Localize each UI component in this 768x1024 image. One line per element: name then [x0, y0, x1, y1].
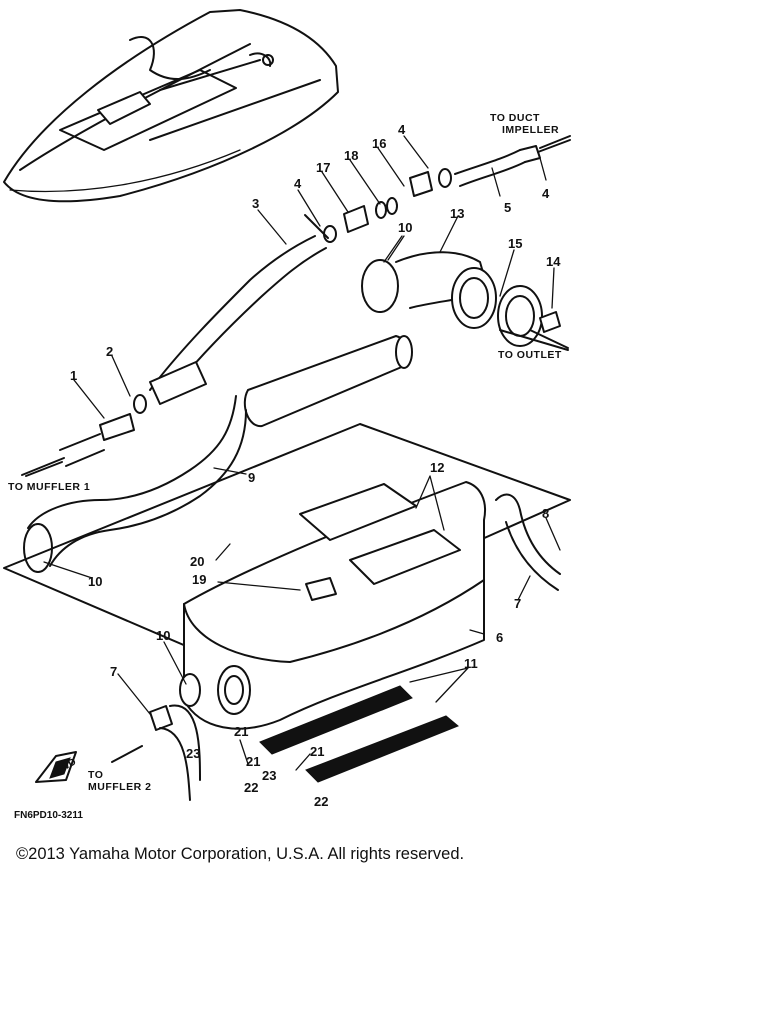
copyright-notice: ©2013 Yamaha Motor Corporation, U.S.A. A…: [16, 845, 465, 863]
fwd-badge: [35, 751, 77, 783]
callout-numbers: 1 2 3 4 4 4 5 6 7 7 8 9 10 10 10 11 12 1…: [70, 122, 561, 809]
callout-2: 2: [106, 344, 113, 359]
callout-21-a: 21: [246, 754, 260, 769]
left-fittings: [21, 394, 147, 476]
elbow-13: [361, 251, 569, 351]
callout-4-c: 4: [542, 186, 550, 201]
to-muffler-2-to-label: TO: [88, 769, 103, 781]
callout-8: 8: [542, 506, 549, 521]
callout-3: 3: [252, 196, 259, 211]
flow-arrows: [25, 135, 571, 763]
callout-21-c: 21: [234, 724, 248, 739]
callout-22-a: 22: [244, 780, 258, 795]
callout-22-b: 22: [314, 794, 328, 809]
callout-19: 19: [192, 572, 206, 587]
hose-7-left: [149, 673, 201, 801]
muffler-6: [3, 423, 571, 730]
to-muffler-2-label: MUFFLER 2: [88, 781, 151, 793]
hose-7-right: [495, 493, 561, 591]
callout-6: 6: [496, 630, 503, 645]
hose-9: [23, 335, 413, 573]
callout-1: 1: [70, 368, 77, 383]
fwd-label: FWD: [53, 757, 78, 777]
top-fittings: [304, 139, 571, 243]
callout-23-b: 23: [262, 768, 276, 783]
callout-5: 5: [504, 200, 511, 215]
to-duct-impeller-label: IMPELLER: [502, 124, 559, 136]
callout-4-a: 4: [294, 176, 302, 191]
callout-17: 17: [316, 160, 330, 175]
gasket-11: [259, 685, 459, 783]
callout-10-top: 10: [398, 220, 412, 235]
direction-labels: TO DUCT IMPELLER TO OUTLET TO MUFFLER 1 …: [8, 112, 562, 821]
to-duct-label: TO DUCT: [490, 112, 540, 124]
callout-14: 14: [546, 254, 561, 269]
callout-11: 11: [464, 656, 478, 671]
callout-13: 13: [450, 206, 464, 221]
callout-9: 9: [248, 470, 255, 485]
callout-16: 16: [372, 136, 386, 151]
callout-21-b: 21: [310, 744, 324, 759]
callout-20: 20: [190, 554, 204, 569]
callout-10-bottom: 10: [156, 628, 170, 643]
to-outlet-label: TO OUTLET: [498, 349, 562, 361]
callout-10-left: 10: [88, 574, 102, 589]
callout-15: 15: [508, 236, 522, 251]
hose-3: [149, 235, 327, 405]
watercraft-illustration: [3, 9, 339, 203]
callout-18: 18: [344, 148, 358, 163]
figure-code: FN6PD10-3211: [14, 810, 83, 821]
callout-12: 12: [430, 460, 444, 475]
callout-7-left: 7: [110, 664, 117, 679]
callout-23-a: 23: [186, 746, 200, 761]
to-muffler-1-label: TO MUFFLER 1: [8, 481, 90, 493]
callout-7-right: 7: [514, 596, 521, 611]
callout-4-b: 4: [398, 122, 406, 137]
leader-lines: [43, 135, 561, 771]
